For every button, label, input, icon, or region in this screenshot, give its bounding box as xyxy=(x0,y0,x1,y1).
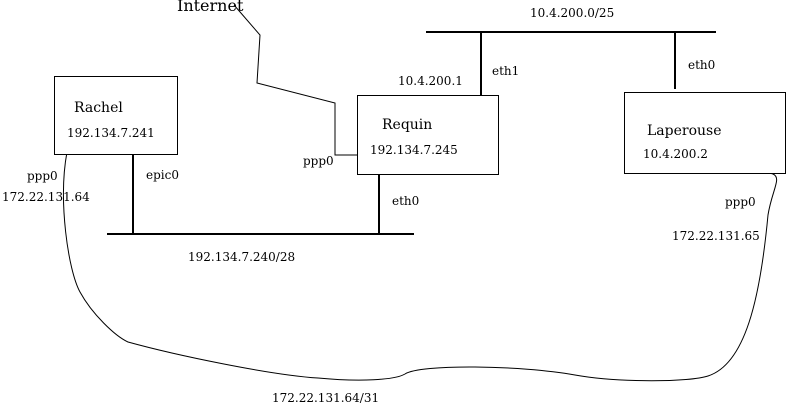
requin-ppp0-label: ppp0 xyxy=(303,154,334,168)
rachel-ppp0-ip: 172.22.131.64 xyxy=(2,190,90,204)
requin-eth0-label: eth0 xyxy=(392,194,419,208)
host-requin-box xyxy=(357,95,499,175)
requin-eth1-ip: 10.4.200.1 xyxy=(398,74,463,88)
host-rachel-name: Rachel xyxy=(74,100,123,116)
ppp-network-label: 172.22.131.64/31 xyxy=(272,391,379,405)
host-rachel-box xyxy=(54,76,178,155)
host-laperouse-name: Laperouse xyxy=(647,123,722,139)
laperouse-eth0-label: eth0 xyxy=(688,58,715,72)
laperouse-ppp0-ip: 172.22.131.65 xyxy=(672,229,760,243)
rachel-epic0-label: epic0 xyxy=(146,168,179,182)
internet-link xyxy=(233,4,357,156)
ppp-link xyxy=(63,151,778,382)
bottom-network-label: 192.134.7.240/28 xyxy=(188,250,295,264)
top-network-label: 10.4.200.0/25 xyxy=(530,6,614,20)
laperouse-ppp0-label: ppp0 xyxy=(725,195,756,209)
requin-eth1-label: eth1 xyxy=(492,64,519,78)
host-rachel-ip: 192.134.7.241 xyxy=(67,126,155,140)
host-laperouse-ip: 10.4.200.2 xyxy=(643,147,708,161)
host-requin-name: Requin xyxy=(382,117,432,133)
rachel-ppp0-label: ppp0 xyxy=(27,169,58,183)
host-requin-ip: 192.134.7.245 xyxy=(370,143,458,157)
internet-label: Internet xyxy=(177,0,244,15)
